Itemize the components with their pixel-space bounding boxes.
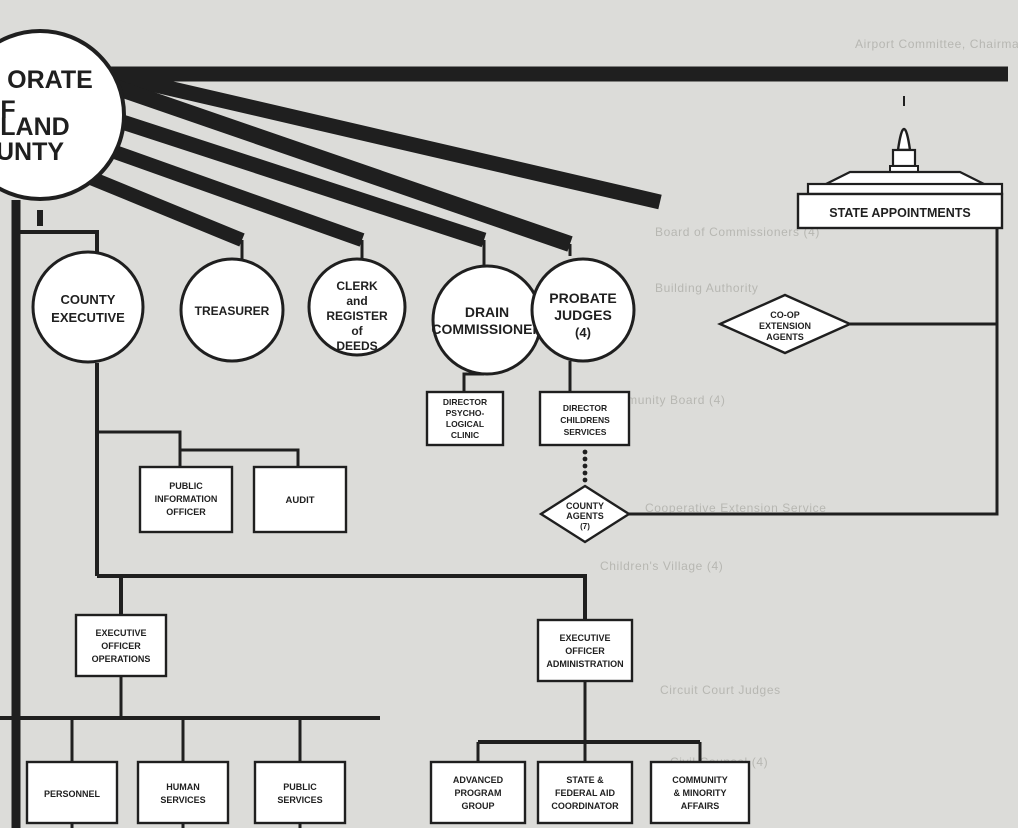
psych-line-3: LOGICAL xyxy=(446,419,484,429)
county-executive-line-1: COUNTY xyxy=(61,292,116,307)
psychological-clinic-box: DIRECTOR PSYCHO- LOGICAL CLINIC xyxy=(425,390,505,447)
drain-commissioner-node: DRAIN COMMISSIONER xyxy=(431,264,543,376)
county-executive-line-2: EXECUTIVE xyxy=(51,310,125,325)
coop-line-1: CO-OP xyxy=(770,310,800,320)
psych-line-4: CLINIC xyxy=(451,430,479,440)
state-fed-line-1: STATE & xyxy=(566,775,604,785)
clerk-line-5: DEEDS xyxy=(336,339,377,353)
bleed-line-5: Cooperative Extension Service xyxy=(645,501,827,515)
pio-line-2: INFORMATION xyxy=(155,494,218,504)
seal-line-3: LAND xyxy=(0,113,69,141)
operations-line-1: EXECUTIVE xyxy=(95,628,146,638)
community-line-1: COMMUNITY xyxy=(672,775,728,785)
clerk-line-4: of xyxy=(351,324,363,338)
state-appointments-box: STATE APPOINTMENTS xyxy=(796,192,1004,230)
public-services-box: PUBLIC SERVICES xyxy=(253,760,347,825)
operations-line-2: OFFICER xyxy=(101,641,141,651)
psych-line-1: DIRECTOR xyxy=(443,397,487,407)
childrens-line-1: DIRECTOR xyxy=(563,403,607,413)
connector-lines xyxy=(0,66,1008,828)
advanced-line-1: ADVANCED xyxy=(453,775,504,785)
psych-line-2: PSYCHO- xyxy=(446,408,485,418)
dotted-connector xyxy=(582,449,588,483)
clerk-line-2: and xyxy=(346,294,367,308)
administration-line-2: OFFICER xyxy=(565,646,605,656)
executive-officer-administration-box: EXECUTIVE OFFICER ADMINISTRATION xyxy=(536,618,634,683)
state-federal-aid-coordinator-box: STATE & FEDERAL AID COORDINATOR xyxy=(536,760,634,825)
coop-line-2: EXTENSION xyxy=(759,321,811,331)
human-line-2: SERVICES xyxy=(160,795,205,805)
county-agents-line-1: COUNTY xyxy=(566,501,604,511)
advanced-line-2: PROGRAM xyxy=(455,788,502,798)
county-agents-line-3: (7) xyxy=(580,522,590,531)
human-line-1: HUMAN xyxy=(166,782,200,792)
pio-line-3: OFFICER xyxy=(166,507,206,517)
advanced-program-group-box: ADVANCED PROGRAM GROUP xyxy=(429,760,527,825)
probate-line-1: PROBATE xyxy=(549,290,616,306)
clerk-line-3: REGISTER xyxy=(326,309,388,323)
coop-line-3: AGENTS xyxy=(766,332,804,342)
childrens-line-2: CHILDRENS xyxy=(560,415,610,425)
audit-box: AUDIT xyxy=(252,465,348,534)
community-line-2: & MINORITY xyxy=(674,788,727,798)
pio-line-1: PUBLIC xyxy=(169,481,203,491)
administration-line-3: ADMINISTRATION xyxy=(546,659,623,669)
public-line-1: PUBLIC xyxy=(283,782,317,792)
bleed-through-text: Airport Committee, Chairman Board of Com… xyxy=(600,37,1018,769)
treasurer-node: TREASURER xyxy=(179,257,285,363)
public-line-2: SERVICES xyxy=(277,795,322,805)
probate-line-3: (4) xyxy=(575,325,591,340)
personnel-box: PERSONNEL xyxy=(25,760,119,825)
seal-line-2: F xyxy=(0,96,15,124)
state-fed-line-2: FEDERAL AID xyxy=(555,788,616,798)
bleed-line-3: Building Authority xyxy=(655,281,759,295)
community-line-3: AFFAIRS xyxy=(681,801,720,811)
personnel-label: PERSONNEL xyxy=(44,789,101,799)
seal-line-1: ORATE xyxy=(7,66,93,94)
bleed-line-2: Board of Commissioners (4) xyxy=(655,225,820,239)
human-services-box: HUMAN SERVICES xyxy=(136,760,230,825)
clerk-register-node: CLERK and REGISTER of DEEDS xyxy=(307,257,407,357)
bleed-line-6: Children's Village (4) xyxy=(600,559,723,573)
clerk-line-1: CLERK xyxy=(336,279,378,293)
coop-extension-agents-node: CO-OP EXTENSION AGENTS xyxy=(717,293,853,355)
state-appointments-label: STATE APPOINTMENTS xyxy=(829,206,970,220)
treasurer-label: TREASURER xyxy=(195,304,270,318)
bleed-line-7: Circuit Court Judges xyxy=(660,683,781,697)
county-agents-node: COUNTY AGENTS (7) xyxy=(538,484,632,544)
county-agents-line-2: AGENTS xyxy=(566,511,604,521)
seal-line-4: UNTY xyxy=(0,138,64,166)
executive-officer-operations-box: EXECUTIVE OFFICER OPERATIONS xyxy=(74,613,168,678)
county-executive-node: COUNTY EXECUTIVE xyxy=(31,250,145,364)
community-minority-affairs-box: COMMUNITY & MINORITY AFFAIRS xyxy=(649,760,751,825)
public-information-officer-box: PUBLIC INFORMATION OFFICER xyxy=(138,465,234,534)
advanced-line-3: GROUP xyxy=(461,801,494,811)
audit-label: AUDIT xyxy=(285,495,314,506)
county-seal: ORATE F LAND UNTY xyxy=(0,29,126,201)
probate-line-2: JUDGES xyxy=(554,307,612,323)
drain-line-1: DRAIN xyxy=(465,304,509,320)
capitol-building-icon xyxy=(806,96,1004,196)
childrens-line-3: SERVICES xyxy=(564,427,607,437)
administration-line-1: EXECUTIVE xyxy=(559,633,610,643)
drain-line-2: COMMISSIONER xyxy=(431,321,542,337)
operations-line-3: OPERATIONS xyxy=(92,654,151,664)
bleed-line-4: Community Board (4) xyxy=(600,393,725,407)
probate-judges-node: PROBATE JUDGES (4) xyxy=(530,257,636,363)
childrens-services-box: DIRECTOR CHILDRENS SERVICES xyxy=(538,390,631,447)
bleed-line-1: Airport Committee, Chairman xyxy=(855,37,1018,51)
state-fed-line-3: COORDINATOR xyxy=(551,801,619,811)
